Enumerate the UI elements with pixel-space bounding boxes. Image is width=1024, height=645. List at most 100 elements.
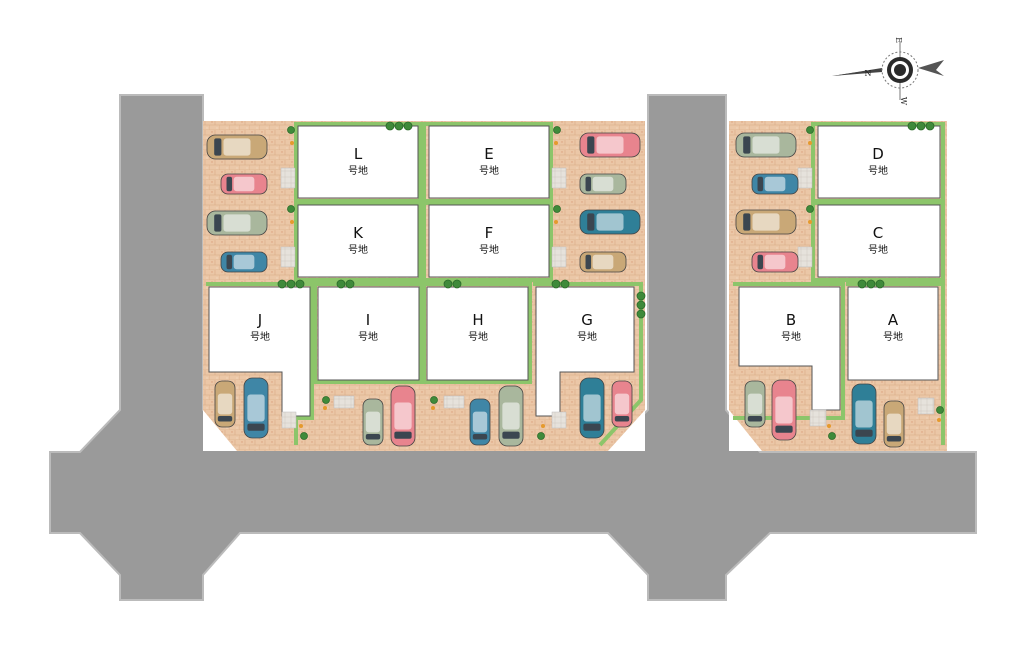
- lot-letter-D: D: [872, 145, 884, 163]
- car-roof: [886, 413, 902, 435]
- house-I: [317, 286, 420, 381]
- car-windshield: [247, 423, 265, 431]
- parked-car: [883, 400, 905, 448]
- car-roof: [502, 402, 520, 430]
- parked-car: [771, 379, 797, 441]
- lot-letter-L: L: [354, 145, 363, 163]
- lot-letter-E: E: [484, 145, 493, 163]
- parked-car: [579, 132, 641, 158]
- lot-suffix-A: 号地: [883, 330, 903, 343]
- car-windshield: [226, 254, 233, 270]
- cars: [206, 132, 905, 448]
- parked-car: [751, 251, 799, 273]
- entries: [280, 167, 935, 429]
- car-windshield: [614, 415, 630, 422]
- lot-letter-A: A: [888, 311, 899, 329]
- car-roof: [223, 214, 251, 232]
- car-roof: [855, 400, 873, 428]
- houses: [208, 125, 941, 417]
- lot-letter-K: K: [353, 224, 364, 242]
- parked-car: [735, 209, 797, 235]
- parked-car: [220, 251, 268, 273]
- parked-car: [220, 173, 268, 195]
- car-windshield: [747, 415, 763, 422]
- house-E: [428, 125, 550, 199]
- car-roof: [217, 393, 233, 415]
- lot-suffix-E: 号地: [479, 164, 499, 177]
- car-roof: [592, 176, 614, 192]
- car-roof: [394, 402, 412, 430]
- car-roof: [472, 411, 488, 433]
- compass-east: E: [894, 37, 903, 43]
- compass-rose: N E W: [832, 37, 944, 106]
- car-windshield: [217, 415, 233, 422]
- car-windshield: [743, 136, 751, 154]
- car-roof: [747, 393, 763, 415]
- parked-car: [390, 385, 416, 447]
- lot-letter-I: I: [366, 311, 370, 329]
- lot-suffix-J: 号地: [250, 330, 270, 343]
- lot-suffix-F: 号地: [479, 243, 499, 256]
- house-F: [428, 204, 550, 278]
- car-windshield: [583, 423, 601, 431]
- car-windshield: [502, 431, 520, 439]
- house-G: [535, 286, 635, 417]
- lot-suffix-H: 号地: [468, 330, 488, 343]
- parked-car: [214, 380, 236, 428]
- lot-suffix-D: 号地: [868, 164, 888, 177]
- parked-car: [579, 173, 627, 195]
- house-H: [426, 286, 529, 381]
- car-windshield: [855, 429, 873, 437]
- parked-car: [579, 377, 605, 439]
- car-roof: [247, 394, 265, 422]
- house-L: [297, 125, 419, 199]
- house-K: [297, 204, 419, 278]
- car-windshield: [757, 176, 764, 192]
- lot-letter-J: J: [257, 311, 262, 329]
- parked-car: [611, 380, 633, 428]
- car-roof: [365, 411, 381, 433]
- car-windshield: [743, 213, 751, 231]
- lot-labels: L 号地 K 号地 E 号地 F 号地 D 号地 C 号地 J 号地 I 号地 …: [250, 145, 903, 343]
- car-roof: [233, 254, 255, 270]
- chamfer-w: [203, 410, 237, 451]
- lot-letter-G: G: [581, 311, 593, 329]
- flowers: [290, 141, 941, 428]
- lot-letter-H: H: [472, 311, 483, 329]
- compass-north: N: [865, 69, 872, 78]
- car-roof: [596, 136, 624, 154]
- car-windshield: [585, 176, 592, 192]
- parked-car: [751, 173, 799, 195]
- parked-car: [579, 209, 641, 235]
- lot-suffix-K: 号地: [348, 243, 368, 256]
- car-windshield: [585, 254, 592, 270]
- car-windshield: [472, 433, 488, 440]
- parked-car: [243, 377, 269, 439]
- car-windshield: [214, 214, 222, 232]
- lot-letter-C: C: [873, 224, 883, 242]
- car-windshield: [214, 138, 222, 156]
- lot-letter-B: B: [786, 311, 796, 329]
- car-roof: [614, 393, 630, 415]
- car-roof: [233, 176, 255, 192]
- lot-suffix-G: 号地: [577, 330, 597, 343]
- car-roof: [583, 394, 601, 422]
- car-roof: [223, 138, 251, 156]
- chamfer-e2: [729, 410, 762, 451]
- car-windshield: [394, 431, 412, 439]
- car-windshield: [587, 213, 595, 231]
- lot-suffix-I: 号地: [358, 330, 378, 343]
- lot-suffix-L: 号地: [348, 164, 368, 177]
- shrubs: [277, 121, 944, 440]
- car-windshield: [775, 425, 793, 433]
- car-windshield: [886, 435, 902, 442]
- car-windshield: [757, 254, 764, 270]
- parked-car: [851, 383, 877, 445]
- parked-car: [498, 385, 524, 447]
- car-roof: [752, 213, 780, 231]
- car-roof: [764, 254, 786, 270]
- compass-ring: [881, 51, 919, 89]
- car-roof: [775, 396, 793, 424]
- parked-car: [579, 251, 627, 273]
